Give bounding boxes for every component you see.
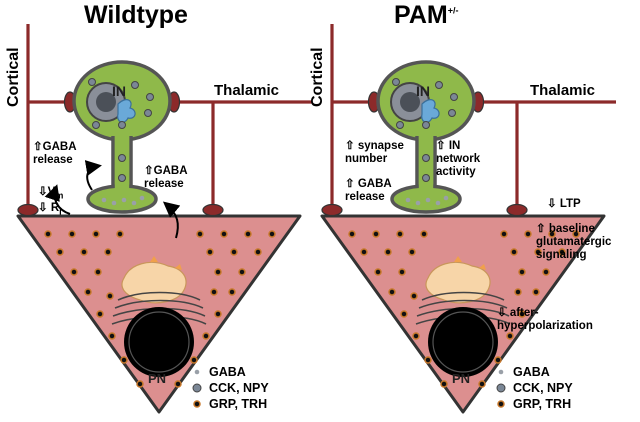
wildtype-vm-label: ⇩Vm ⇩ Ri xyxy=(38,186,64,217)
autocrine-arrow xyxy=(84,160,102,191)
wildtype-pn-label: PN xyxy=(148,371,167,386)
wildtype-legend-cck-npy: CCK, NPY xyxy=(209,381,269,395)
pam-synapse-number: ⇧ synapse number xyxy=(345,140,404,165)
pam-baseline-glutamatergic: ⇧ baseline glutamatergic signaling xyxy=(536,223,612,261)
pam-gaba-release: ⇧ GABA release xyxy=(345,178,392,203)
pam-title: PAM+/- xyxy=(394,1,459,29)
pam-legend-grp-trh: GRP, TRH xyxy=(513,397,572,411)
pam-pn-label: PN xyxy=(452,371,471,386)
wildtype-gaba-release-right: ⇧GABA release xyxy=(144,165,188,190)
wildtype-title: Wildtype xyxy=(84,1,188,29)
wildtype-thalamic-label: Thalamic xyxy=(214,82,280,99)
pn-feedback-arrow xyxy=(162,201,181,239)
wildtype-cortical-label: Cortical xyxy=(5,47,22,107)
pam-legend-gaba: GABA xyxy=(513,365,550,379)
pam-in-network-activity: ⇧ IN network activity xyxy=(436,140,481,178)
ri-arrow xyxy=(44,184,71,215)
wildtype-legend-grp-trh: GRP, TRH xyxy=(209,397,268,411)
pam-after-hyperpolarization: ⇩ after- hyperpolarization xyxy=(497,307,593,332)
wildtype-gaba-release-left: ⇧GABA release xyxy=(33,141,77,166)
pam-ltp: ⇩ LTP xyxy=(547,198,581,210)
pam-legend-cck-npy: CCK, NPY xyxy=(513,381,573,395)
wildtype-legend-gaba: GABA xyxy=(209,365,246,379)
pam-thalamic-label: Thalamic xyxy=(530,82,596,99)
wildtype-in-label: IN xyxy=(112,83,126,99)
pam-in-label: IN xyxy=(416,83,430,99)
pam-cortical-label: Cortical xyxy=(309,47,326,107)
